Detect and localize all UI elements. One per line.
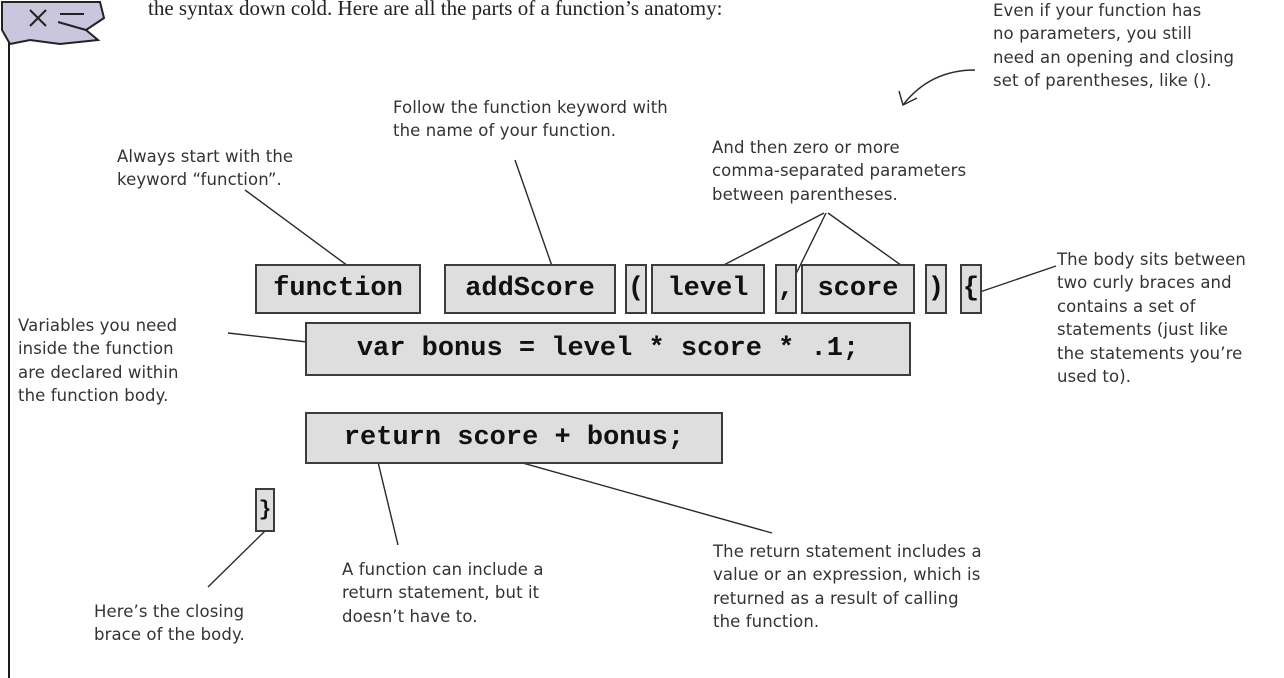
corner-illustration xyxy=(1,1,106,46)
close-brace: } xyxy=(255,488,275,532)
param-level: level xyxy=(651,264,765,314)
page-margin-rule xyxy=(8,30,10,678)
vars-note: Variables you need inside the function a… xyxy=(18,316,179,406)
open-brace: { xyxy=(960,264,982,314)
function-name: addScore xyxy=(444,264,616,314)
param-score: score xyxy=(801,264,915,314)
return-statement: return score + bonus; xyxy=(305,412,723,464)
close-brace-note: Here’s the closing brace of the body. xyxy=(94,602,245,645)
intro-text: the syntax down cold. Here are all the p… xyxy=(148,0,723,20)
name-note: Follow the function keyword with the nam… xyxy=(393,98,668,141)
params-note: And then zero or more comma-separated pa… xyxy=(712,138,967,204)
close-paren: ) xyxy=(925,264,947,314)
return-note: A function can include a return statemen… xyxy=(342,560,544,626)
keyword-note: Always start with the keyword “function”… xyxy=(117,147,294,190)
body-note: The body sits between two curly braces a… xyxy=(1057,250,1246,387)
param-comma: , xyxy=(775,264,797,314)
open-paren: ( xyxy=(625,264,647,314)
var-statement: var bonus = level * score * .1; xyxy=(305,322,911,376)
function-keyword: function xyxy=(255,264,421,314)
return-value-note: The return statement includes a value or… xyxy=(713,542,982,632)
parens-note: Even if your function has no parameters,… xyxy=(993,1,1235,91)
